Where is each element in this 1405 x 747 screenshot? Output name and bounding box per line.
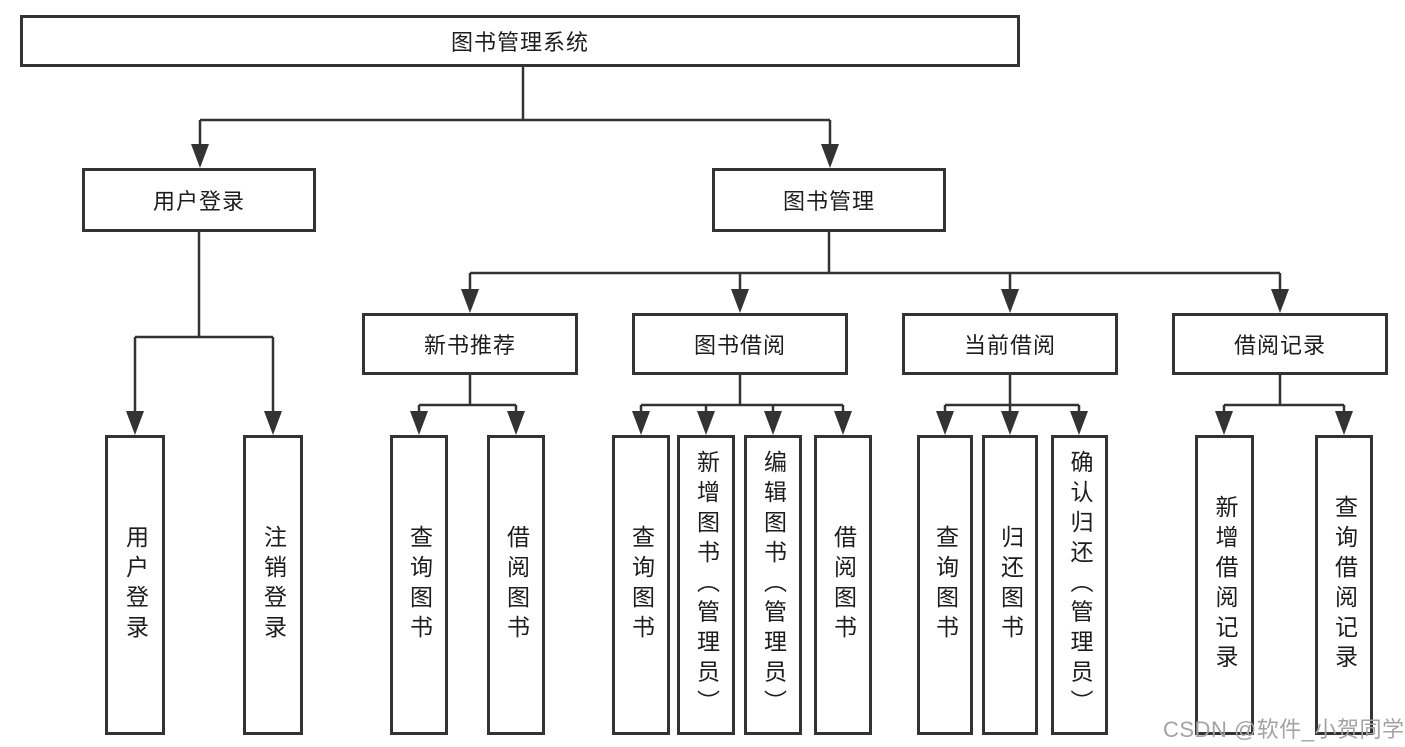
leaf-add-borrow-record: 新增借阅记录: [1195, 435, 1254, 735]
leaf-query-books-borrowing: 查询图书: [612, 435, 670, 735]
leaf-borrow-books: 借阅图书: [814, 435, 872, 735]
leaf-query-borrow-record: 查询借阅记录: [1315, 435, 1373, 735]
node-borrowing-records: 借阅记录: [1172, 313, 1388, 375]
node-new-book-recommend: 新书推荐: [362, 313, 578, 375]
leaf-add-books-admin: 新增图书（管理员）: [677, 435, 735, 735]
node-current-borrowing: 当前借阅: [902, 313, 1118, 375]
leaf-logout: 注销登录: [243, 435, 303, 735]
leaf-user-login: 用户登录: [105, 435, 165, 735]
node-book-borrowing: 图书借阅: [632, 313, 848, 375]
node-book-management-branch: 图书管理: [712, 168, 946, 232]
leaf-borrow-books-recommend: 借阅图书: [487, 435, 545, 735]
node-library-management-system: 图书管理系统: [20, 15, 1020, 67]
watermark: CSDN @软件_小贺同学: [1163, 717, 1405, 742]
arrowheads: [126, 144, 1353, 435]
leaf-confirm-return-admin: 确认归还（管理员）: [1051, 435, 1108, 735]
leaf-query-books-current: 查询图书: [917, 435, 973, 735]
leaf-edit-books-admin: 编辑图书（管理员）: [744, 435, 802, 735]
node-user-login-branch: 用户登录: [82, 168, 316, 232]
leaf-return-books: 归还图书: [982, 435, 1038, 735]
leaf-query-books-recommend: 查询图书: [390, 435, 448, 735]
